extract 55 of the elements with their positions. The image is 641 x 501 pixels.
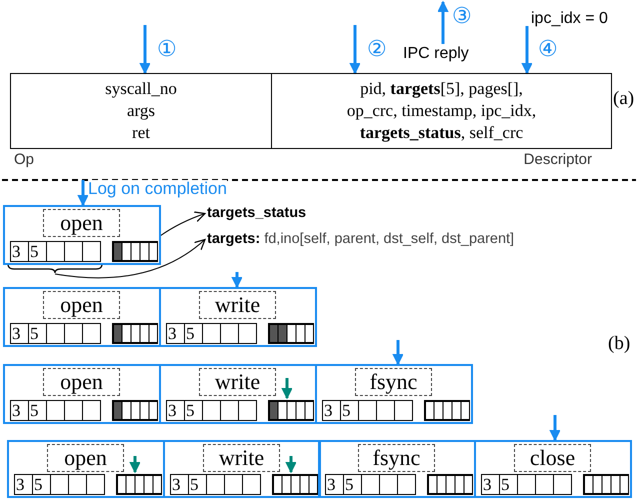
target-slot: 5: [340, 400, 359, 421]
target-slot: 5: [343, 474, 362, 495]
target-slot: 3: [166, 323, 185, 344]
syscall-name: write: [199, 291, 276, 319]
log-entry-box: [159, 364, 317, 424]
field-caption: Op: [14, 151, 34, 168]
log-entry-box: [7, 440, 165, 498]
field-caption: Descriptor: [524, 151, 592, 168]
syscall-name: close: [514, 444, 591, 472]
field-text: ret: [132, 122, 150, 144]
syscall-name: open: [47, 444, 124, 472]
syscall-name: open: [43, 291, 120, 319]
target-slot: 3: [166, 400, 185, 421]
log-entry-box: [3, 364, 161, 424]
target-slot: 3: [10, 323, 29, 344]
log-entry-box: [163, 440, 321, 498]
field-box: [10, 73, 272, 149]
field-name: targets_status: [207, 205, 306, 222]
syscall-name: fsync: [358, 444, 435, 472]
target-slot: 5: [188, 474, 207, 495]
target-slot: 3: [170, 474, 189, 495]
log-entry-box: [474, 440, 632, 498]
target-slot: 5: [184, 323, 203, 344]
target-slot: 5: [28, 241, 47, 262]
target-slot: 3: [10, 241, 29, 262]
target-slot: 5: [499, 474, 518, 495]
target-slot: 5: [184, 400, 203, 421]
target-slot: 3: [325, 474, 344, 495]
annotation-text: ipc_idx = 0: [531, 9, 608, 28]
annotation-text: IPC reply: [403, 44, 469, 63]
field-text: syscall_no: [105, 78, 177, 100]
field-description: targets: fd,ino[self, parent, dst_self, dst_parent]: [207, 231, 514, 248]
field-text: args: [126, 100, 155, 122]
target-slot: 3: [481, 474, 500, 495]
target-slot: 3: [10, 400, 29, 421]
log-entry-box: [315, 364, 473, 424]
log-entry-box: [3, 287, 161, 347]
target-slot: 3: [322, 400, 341, 421]
panel-label: (a): [613, 88, 634, 110]
field-box: [271, 73, 612, 149]
syscall-name: open: [43, 368, 120, 396]
target-slot: 5: [32, 474, 51, 495]
field-text: pid, targets[5], pages[], op_crc, timestamp, ipc_idx, targets_status, self_crc: [346, 78, 538, 144]
log-entry-box: [318, 440, 476, 498]
syscall-name: fsync: [355, 368, 432, 396]
syscall-name: open: [43, 209, 120, 237]
target-slot: 3: [14, 474, 33, 495]
log-entry-box: [159, 287, 317, 347]
syscall-name: write: [199, 368, 276, 396]
syscall-name: write: [203, 444, 280, 472]
edge-label: Log on completion: [88, 180, 227, 199]
target-slot: 5: [28, 323, 47, 344]
panel-label: (b): [608, 333, 630, 355]
log-entry-box: [3, 205, 161, 265]
target-slot: 5: [28, 400, 47, 421]
